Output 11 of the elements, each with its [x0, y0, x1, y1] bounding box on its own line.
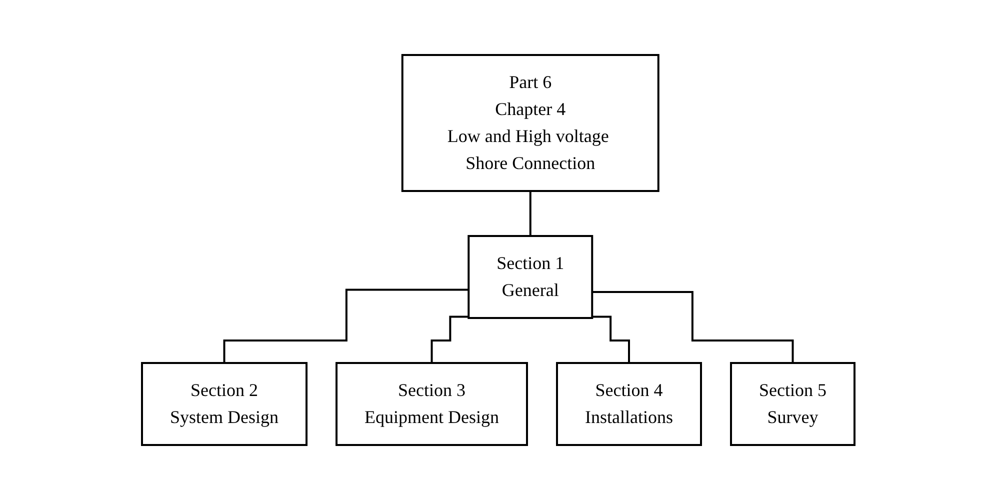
connector: [592, 290, 794, 364]
connector: [592, 315, 630, 364]
node-box: Part 6 Chapter 4 Low and High voltage Shore Connection: [402, 54, 660, 192]
connector: [530, 190, 532, 236]
connector: [224, 288, 469, 364]
node-box: Section 4 Installations: [556, 362, 702, 446]
node-box: Section 3 Equipment Design: [336, 362, 528, 446]
connector: [431, 315, 469, 364]
node-box: Section 5 Survey: [730, 362, 856, 446]
node-box: Section 1 General: [468, 234, 594, 318]
node-box: Section 2 System Design: [141, 362, 308, 446]
